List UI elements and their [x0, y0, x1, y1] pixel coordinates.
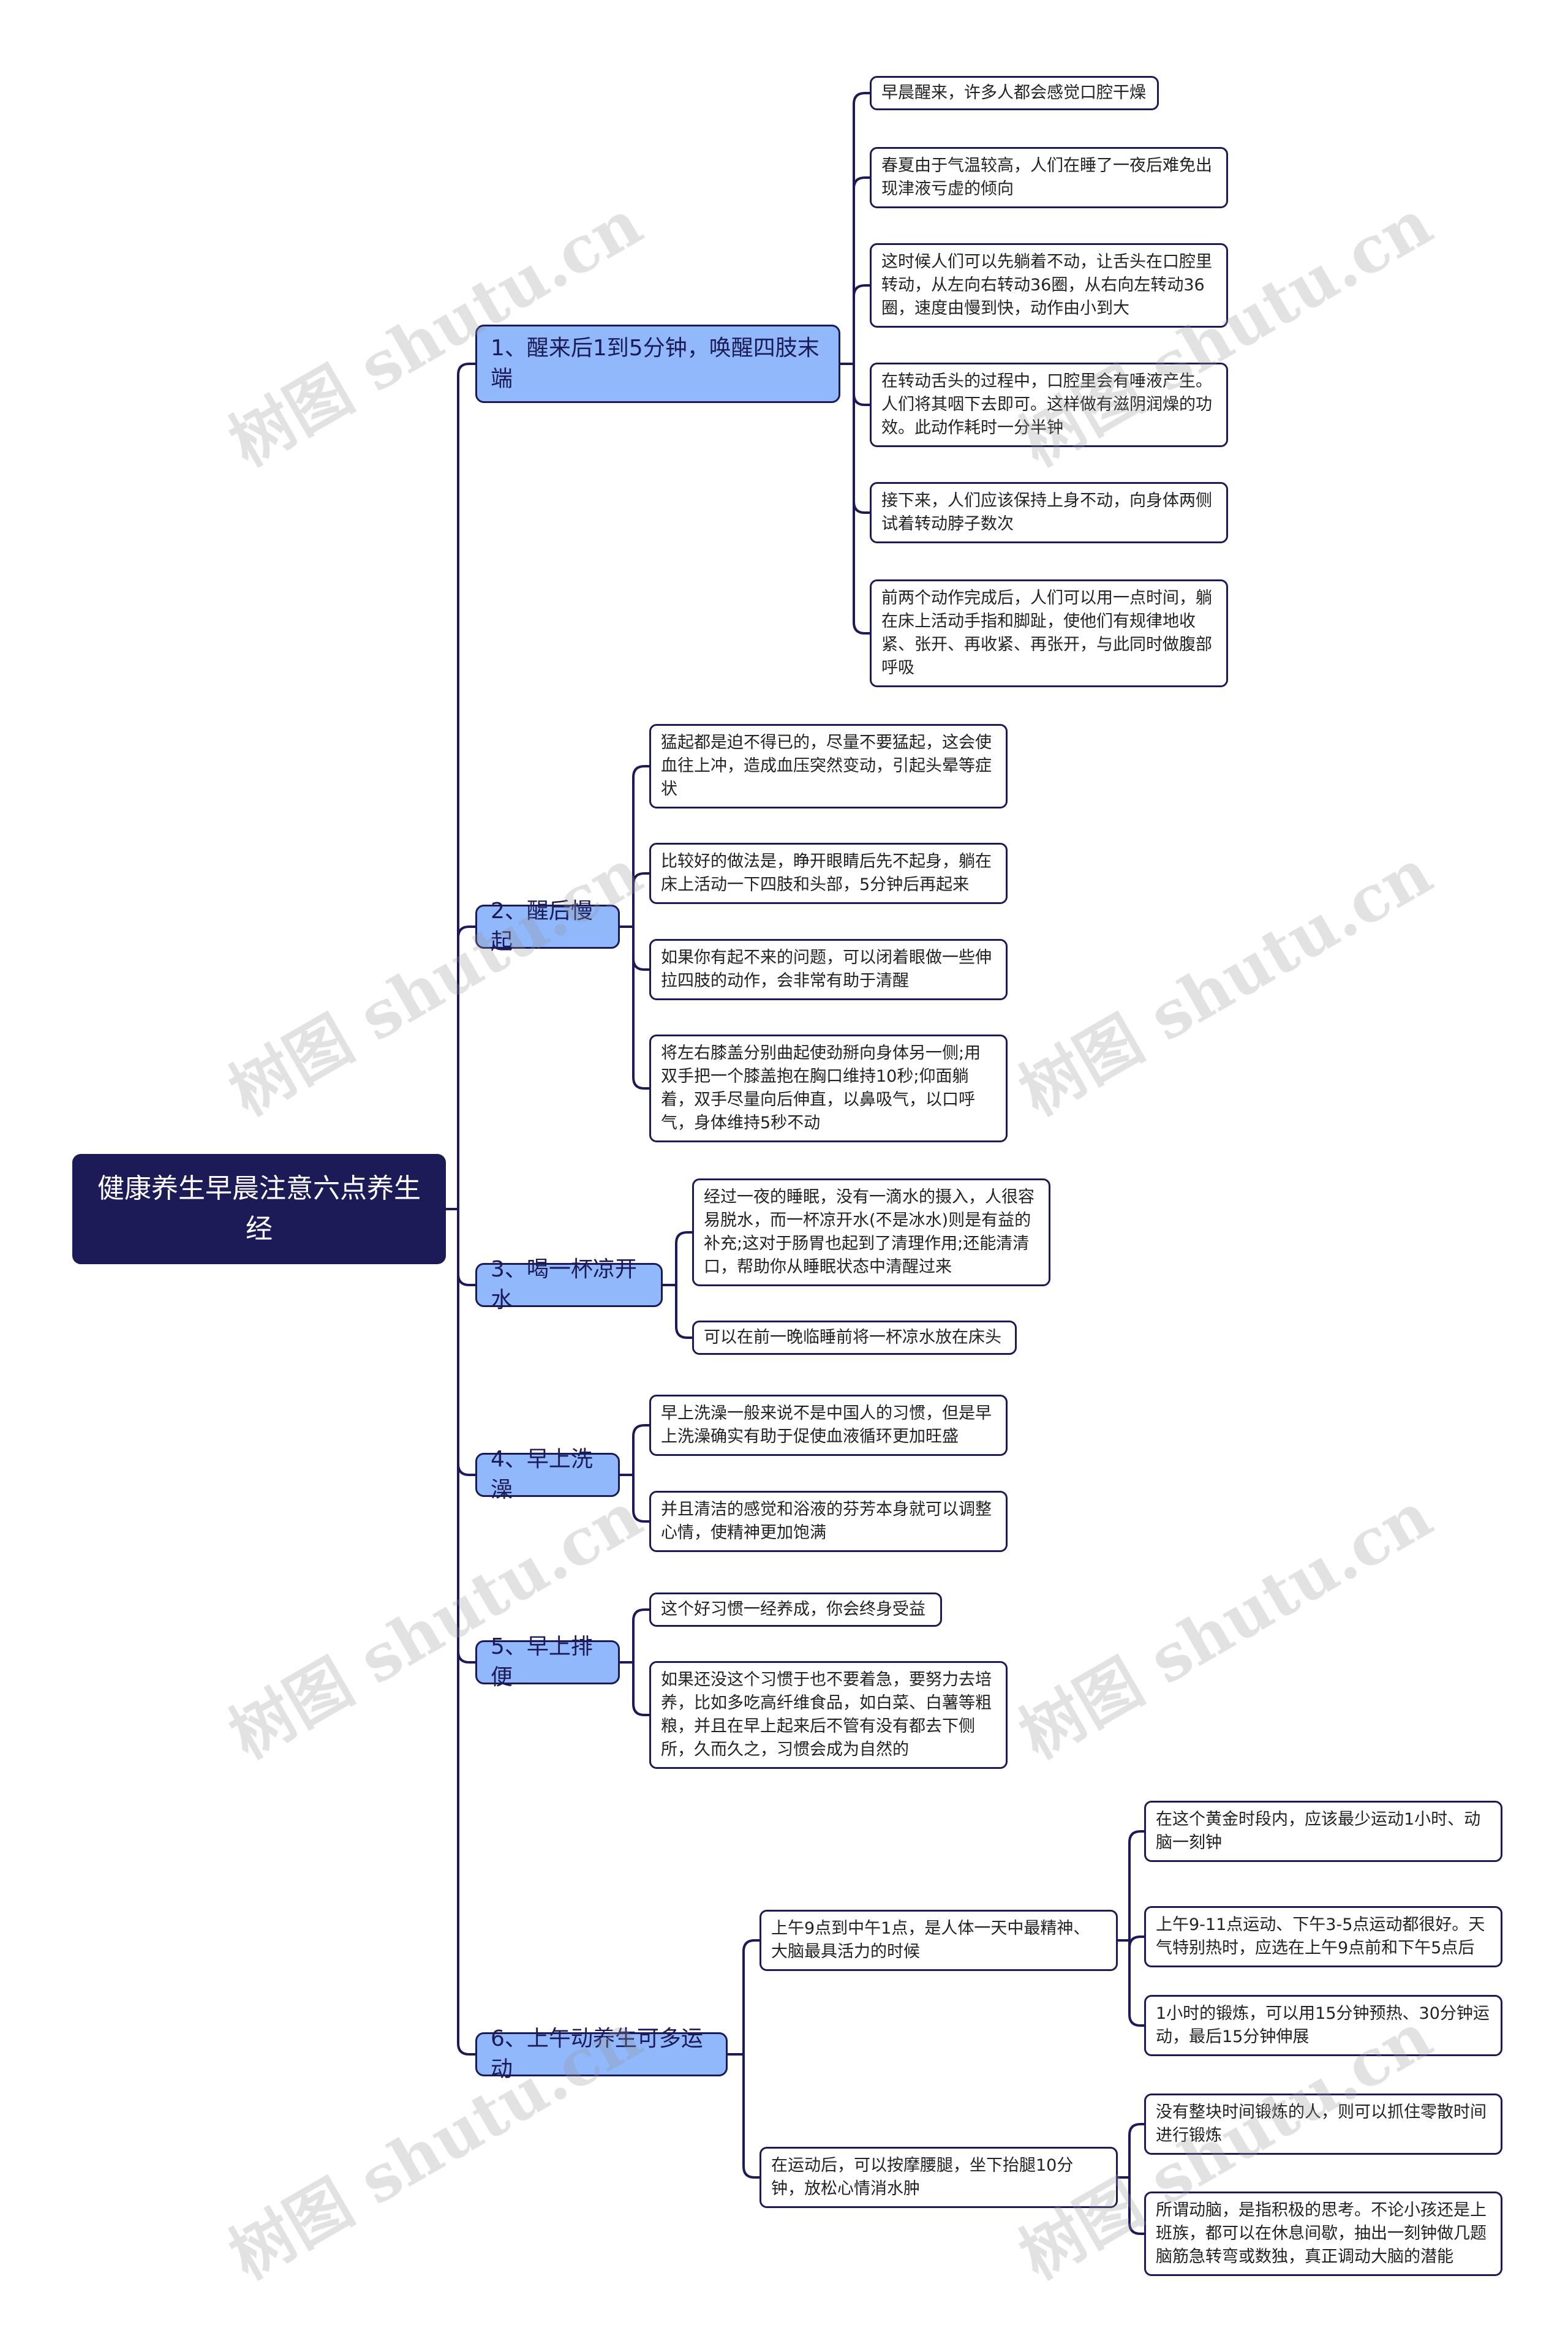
connector — [1128, 2123, 1144, 2177]
connector — [632, 927, 649, 1090]
connector — [742, 1939, 760, 2054]
connector — [457, 1209, 475, 1476]
connector — [853, 364, 870, 635]
leaf-3-2[interactable]: 可以在前一晚临睡前将一杯凉水放在床头 — [692, 1321, 1017, 1355]
leaf-2-3[interactable]: 如果你有起不来的问题，可以闭着眼做一些伸拉四肢的动作，会非常有助于清醒 — [649, 939, 1008, 1000]
subnode-6-1[interactable]: 上午9点到中午1点，是人体一天中最精神、大脑最具活力的时候 — [760, 1910, 1118, 1971]
branch-1[interactable]: 1、醒来后1到5分钟，唤醒四肢末端 — [475, 325, 840, 403]
connector — [457, 925, 475, 1209]
subnode-6-2[interactable]: 在运动后，可以按摩腰腿，坐下抬腿10分钟，放松心情消水肿 — [760, 2147, 1118, 2208]
connector — [853, 364, 870, 514]
connector — [853, 284, 870, 364]
branch-4[interactable]: 4、早上洗澡 — [475, 1447, 620, 1502]
connector — [632, 927, 649, 971]
leaf-2-4[interactable]: 将左右膝盖分别曲起使劲掰向身体另一侧;用双手把一个膝盖抱在胸口维持10秒;仰面躺… — [649, 1035, 1008, 1142]
leaf-6-2-2[interactable]: 所谓动脑，是指积极的思考。不论小孩还是上班族，都可以在休息间歇，抽出一刻钟做几题… — [1144, 2192, 1502, 2276]
leaf-1-1[interactable]: 早晨醒来，许多人都会感觉口腔干燥 — [870, 76, 1159, 110]
root-topic[interactable]: 健康养生早晨注意六点养生经 — [72, 1154, 446, 1264]
leaf-1-3[interactable]: 这时候人们可以先躺着不动，让舌头在口腔里转动，从左向右转动36圈，从右向左转动3… — [870, 243, 1228, 328]
connector — [742, 2054, 760, 2179]
connector — [853, 364, 870, 406]
branch-3[interactable]: 3、喝一杯凉开水 — [475, 1257, 663, 1313]
leaf-2-2[interactable]: 比较好的做法是，睁开眼睛后先不起身，躺在床上活动一下四肢和头部，5分钟后再起来 — [649, 843, 1008, 904]
connector — [1128, 2177, 1144, 2235]
branch-2[interactable]: 2、醒后慢起 — [475, 899, 620, 954]
leaf-5-1[interactable]: 这个好习惯一经养成，你会终身受益 — [649, 1592, 942, 1627]
connector — [632, 1475, 649, 1523]
leaf-1-4[interactable]: 在转动舌头的过程中，口腔里会有唾液产生。人们将其咽下去即可。这样做有滋阴润燥的功… — [870, 363, 1228, 447]
connector — [675, 1285, 692, 1339]
connector — [457, 1209, 475, 1286]
leaf-6-1-3[interactable]: 1小时的锻炼，可以用15分钟预热、30分钟运动，最后15分钟伸展 — [1144, 1995, 1502, 2056]
branch-5[interactable]: 5、早上排便 — [475, 1634, 620, 1690]
leaf-4-1[interactable]: 早上洗澡一般来说不是中国人的习惯，但是早上洗澡确实有助于促使血液循环更加旺盛 — [649, 1395, 1008, 1456]
connector — [457, 363, 475, 1209]
leaf-4-2[interactable]: 并且清洁的感觉和浴液的芬芳本身就可以调整心情，使精神更加饱满 — [649, 1491, 1008, 1552]
connector — [1128, 1830, 1144, 1940]
connector — [632, 1662, 649, 1716]
connector — [675, 1231, 692, 1285]
leaf-6-1-2[interactable]: 上午9-11点运动、下午3-5点运动都很好。天气特别热时，应选在上午9点前和下午… — [1144, 1906, 1502, 1967]
leaf-5-2[interactable]: 如果还没这个习惯于也不要着急，要努力去培养，比如多吃高纤维食品，如白菜、白薯等粗… — [649, 1661, 1008, 1769]
connector — [1128, 1940, 1144, 2027]
connector — [632, 1608, 649, 1662]
connector — [632, 1424, 649, 1475]
branch-6[interactable]: 6、上午动养生可多运动 — [475, 2026, 728, 2082]
connector — [457, 1209, 475, 1664]
leaf-6-2-1[interactable]: 没有整块时间锻炼的人，则可以抓住零散时间进行锻炼 — [1144, 2094, 1502, 2155]
leaf-3-1[interactable]: 经过一夜的睡眠，没有一滴水的摄入，人很容易脱水，而一杯凉开水(不是冰水)则是有益… — [692, 1178, 1050, 1286]
connector — [853, 176, 870, 364]
leaf-1-5[interactable]: 接下来，人们应该保持上身不动，向身体两侧试着转动脖子数次 — [870, 482, 1228, 543]
leaf-2-1[interactable]: 猛起都是迫不得已的，尽量不要猛起，这会使血往上冲，造成血压突然变动，引起头晕等症… — [649, 724, 1008, 808]
connector — [1128, 1935, 1144, 1948]
leaf-1-6[interactable]: 前两个动作完成后，人们可以用一点时间，躺在床上活动手指和脚趾，使他们有规律地收紧… — [870, 579, 1228, 687]
leaf-6-1-1[interactable]: 在这个黄金时段内，应该最少运动1小时、动脑一刻钟 — [1144, 1801, 1502, 1862]
connector — [632, 872, 649, 927]
connector — [632, 765, 649, 927]
leaf-1-2[interactable]: 春夏由于气温较高，人们在睡了一夜后难免出现津液亏虚的倾向 — [870, 147, 1228, 208]
connector — [457, 1209, 475, 2056]
connector — [853, 92, 870, 364]
